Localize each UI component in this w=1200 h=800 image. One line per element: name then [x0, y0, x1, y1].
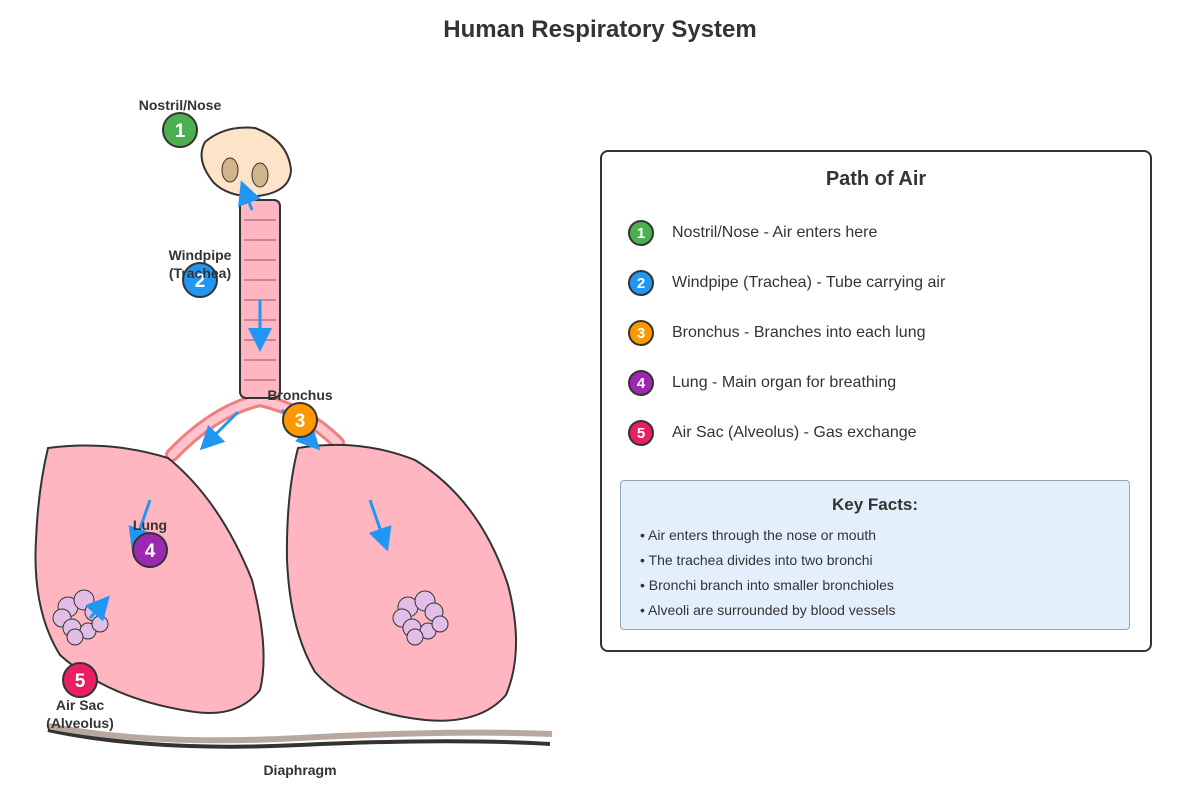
legend-item-lung: 4 Lung - Main organ for breathing — [628, 370, 896, 396]
legend-item-windpipe: 2 Windpipe (Trachea) - Tube carrying air — [628, 270, 945, 296]
airflow-arrow — [238, 180, 261, 211]
bronchus-label: Bronchus — [267, 387, 333, 403]
legend-title: Path of Air — [825, 168, 927, 190]
legend-badge-2: 2 — [628, 270, 654, 296]
key-fact: • Air enters through the nose or mouth — [640, 527, 877, 543]
airflow-arrow — [199, 410, 240, 451]
diaphragm — [47, 723, 553, 749]
key-fact: • Bronchi branch into smaller bronchiole… — [640, 577, 894, 593]
legend-text: Lung - Main organ for breathing — [672, 374, 897, 391]
badge-4 — [132, 532, 168, 568]
air-sac-label-line1: Air Sac — [56, 697, 104, 713]
nose — [200, 126, 293, 198]
badge-1 — [162, 112, 198, 148]
left-lung — [34, 444, 265, 714]
respiratory-diagram: Diaphragm Nostril/Nose 1 2 Windpipe (Tra… — [34, 97, 553, 778]
nose-label: Nostril/Nose — [139, 97, 222, 113]
badge-1-number: 1 — [175, 121, 186, 142]
legend-panel: Path of Air 1 Nostril/Nose - Air enters … — [600, 150, 1152, 652]
legend-badge-3: 3 — [628, 320, 654, 346]
key-facts-box: Key Facts: • Air enters through the nose… — [620, 480, 1130, 630]
badge-3-number: 3 — [295, 411, 306, 432]
legend-badge-1: 1 — [628, 220, 654, 246]
legend-text: Windpipe (Trachea) - Tube carrying air — [672, 274, 946, 291]
key-fact: • The trachea divides into two bronchi — [640, 552, 873, 568]
legend-item-nose: 1 Nostril/Nose - Air enters here — [628, 220, 877, 246]
windpipe-label-line1: Windpipe — [169, 247, 232, 263]
legend-item-air-sac: 5 Air Sac (Alveolus) - Gas exchange — [628, 420, 917, 446]
legend-text: Nostril/Nose - Air enters here — [672, 224, 878, 241]
badge-2 — [182, 262, 218, 298]
air-sac-label-line2: (Alveolus) — [46, 715, 114, 731]
legend-badge-4: 4 — [628, 370, 654, 396]
legend-text: Air Sac (Alveolus) - Gas exchange — [672, 424, 917, 441]
diaphragm-label: Diaphragm — [263, 762, 336, 778]
nostril-left — [221, 157, 239, 183]
badge-3 — [282, 402, 318, 438]
key-facts-title: Key Facts: — [832, 495, 918, 514]
lung-label: Lung — [133, 517, 167, 533]
legend-item-bronchus: 3 Bronchus - Branches into each lung — [628, 320, 925, 346]
airflow-arrow — [85, 595, 110, 622]
badge-2-number: 2 — [195, 271, 206, 292]
legend-text: Bronchus - Branches into each lung — [672, 324, 926, 341]
nostril-right — [251, 162, 269, 188]
badge-5 — [62, 662, 98, 698]
airflow-arrow — [368, 499, 392, 552]
badge-4-number: 4 — [145, 541, 156, 562]
legend-badge-5: 5 — [628, 420, 654, 446]
windpipe-label-line2: (Trachea) — [169, 265, 231, 281]
trachea — [239, 199, 281, 399]
right-lung — [285, 443, 518, 722]
page-title: Human Respiratory System — [443, 16, 757, 43]
badge-5-number: 5 — [75, 671, 86, 692]
key-fact: • Alveoli are surrounded by blood vessel… — [640, 602, 896, 618]
alveoli-cluster-right — [392, 590, 449, 646]
